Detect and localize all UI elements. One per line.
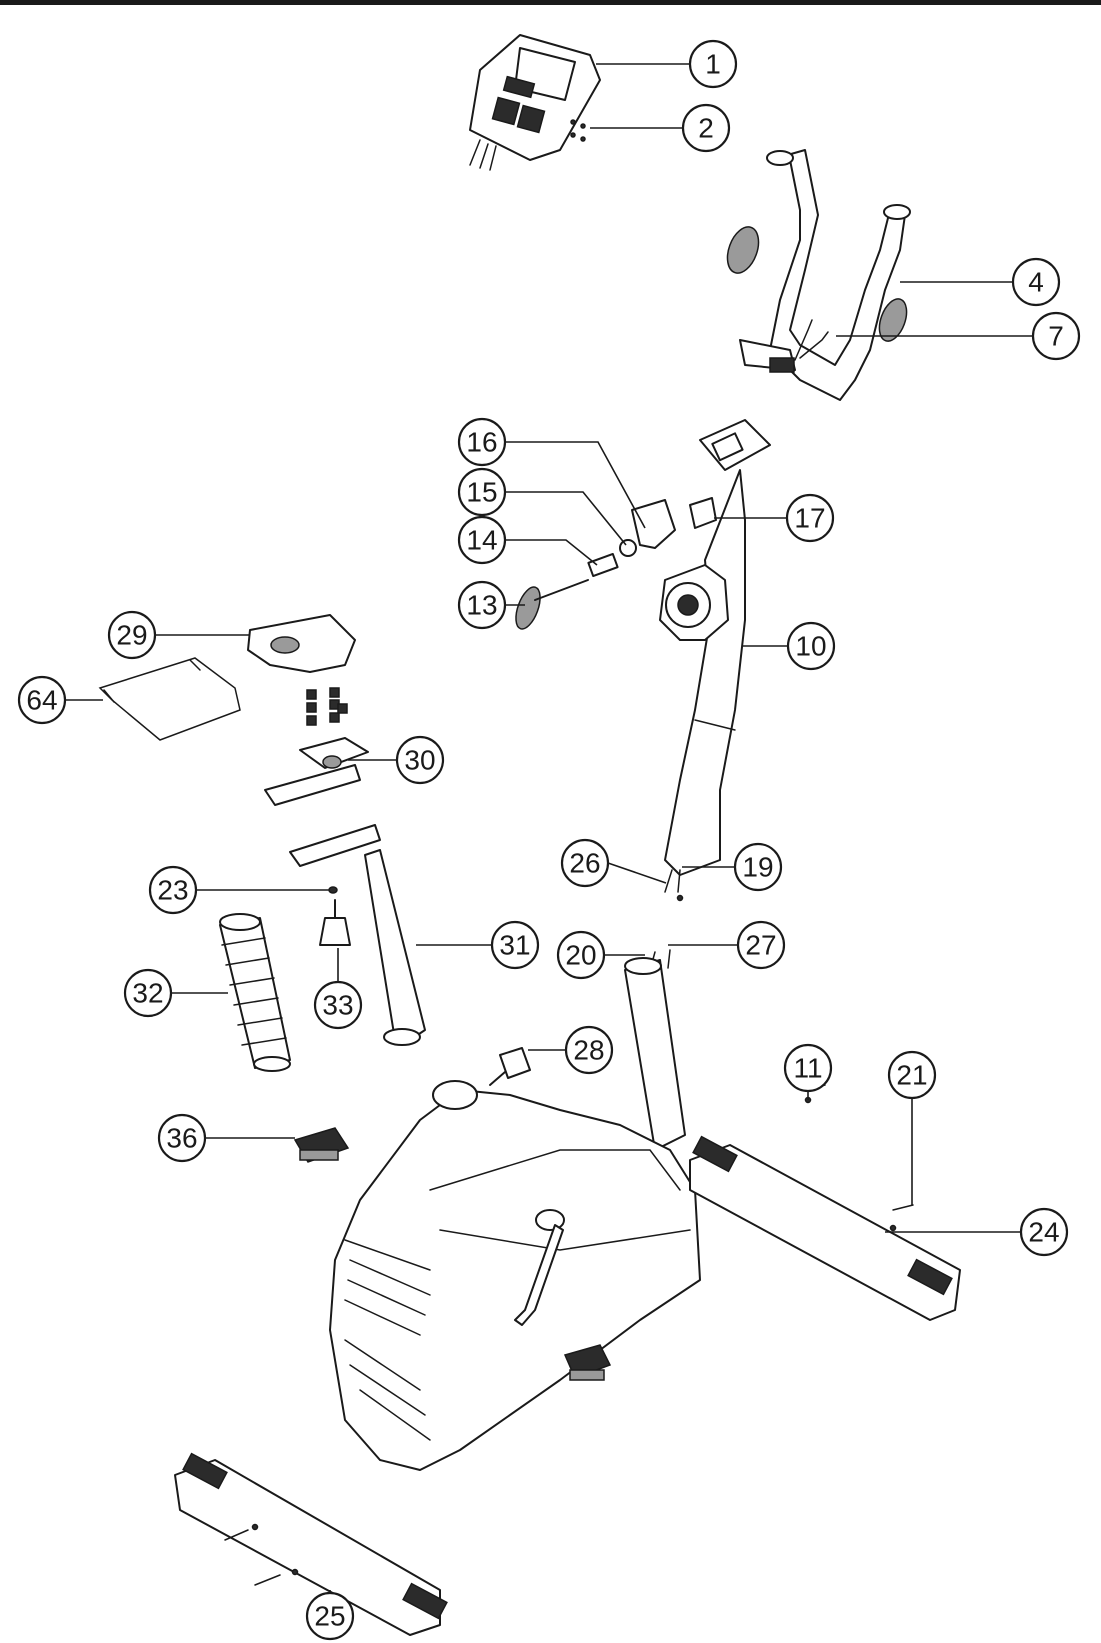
callout-19: 19 [733,842,783,892]
part-seat-slider [264,737,369,806]
callout-20: 20 [556,930,606,980]
callout-label: 31 [499,930,530,961]
part-handlebar-post [664,419,771,876]
callout-label: 7 [1048,321,1064,352]
part-front-stabilizer [174,1452,448,1636]
callout-label: 15 [466,477,497,508]
part-sensor-wires [794,319,829,361]
callout-26: 26 [560,838,610,888]
part-pop-pin [489,1047,531,1086]
callout-label: 29 [116,620,147,651]
callout-23: 23 [148,865,198,915]
part-seat-post [289,824,426,1046]
callout-label: 27 [745,930,776,961]
callout-label: 23 [157,875,188,906]
callout-4: 4 [1011,257,1061,307]
callout-label: 14 [466,525,497,556]
callout-label: 13 [466,590,497,621]
leader-lines [65,63,1033,1618]
callout-15: 15 [457,467,507,517]
callout-label: 36 [166,1123,197,1154]
callout-label: 20 [565,940,596,971]
callout-label: 33 [322,990,353,1021]
callout-24: 24 [1019,1207,1069,1257]
callout-29: 29 [107,610,157,660]
part-rear-stabilizer [689,1084,961,1321]
callout-10: 10 [786,621,836,671]
callout-label: 26 [569,848,600,879]
callout-13: 13 [457,580,507,630]
callout-label: 10 [795,631,826,662]
callout-28: 28 [564,1025,614,1075]
part-tension-knob-assembly [515,497,729,641]
callout-31: 31 [490,920,540,970]
callout-label: 19 [742,852,773,883]
part-post-wire-bottom [664,869,684,902]
callout-17: 17 [785,493,835,543]
part-bellows [219,913,291,1072]
callout-30: 30 [395,735,445,785]
callout-label: 25 [314,1601,345,1632]
callout-1: 1 [688,39,738,89]
callout-label: 2 [698,113,714,144]
callout-label: 28 [573,1035,604,1066]
part-pedal-left [293,1127,350,1163]
callout-label: 17 [794,503,825,534]
callout-label: 24 [1028,1217,1059,1248]
callout-36: 36 [157,1113,207,1163]
callout-7: 7 [1031,311,1081,361]
part-console [469,34,601,171]
callout-label: 21 [896,1060,927,1091]
callout-25: 25 [305,1591,355,1641]
callout-label: 32 [132,978,163,1009]
callout-27: 27 [736,920,786,970]
part-seat [247,614,356,673]
part-main-frame [329,957,701,1471]
callout-14: 14 [457,515,507,565]
callout-64: 64 [17,675,67,725]
callout-label: 64 [26,685,57,716]
callout-33: 33 [313,980,363,1030]
part-seat-screws [306,687,348,726]
part-washer [328,886,338,894]
callout-11: 11 [783,1043,833,1093]
callout-21: 21 [887,1050,937,1100]
part-handlebar [726,149,911,401]
callout-label: 1 [705,49,721,80]
callout-label: 30 [404,745,435,776]
top-border-rule [0,0,1101,5]
callout-label: 16 [466,427,497,458]
callout-label: 11 [793,1053,822,1084]
callout-16: 16 [457,417,507,467]
part-pedal-right [563,1344,612,1381]
callout-label: 4 [1028,267,1044,298]
callout-2: 2 [681,103,731,153]
part-console-screws [570,119,586,142]
part-seat-bracket [98,657,241,741]
callout-32: 32 [123,968,173,1018]
part-seat-knob [319,899,351,946]
